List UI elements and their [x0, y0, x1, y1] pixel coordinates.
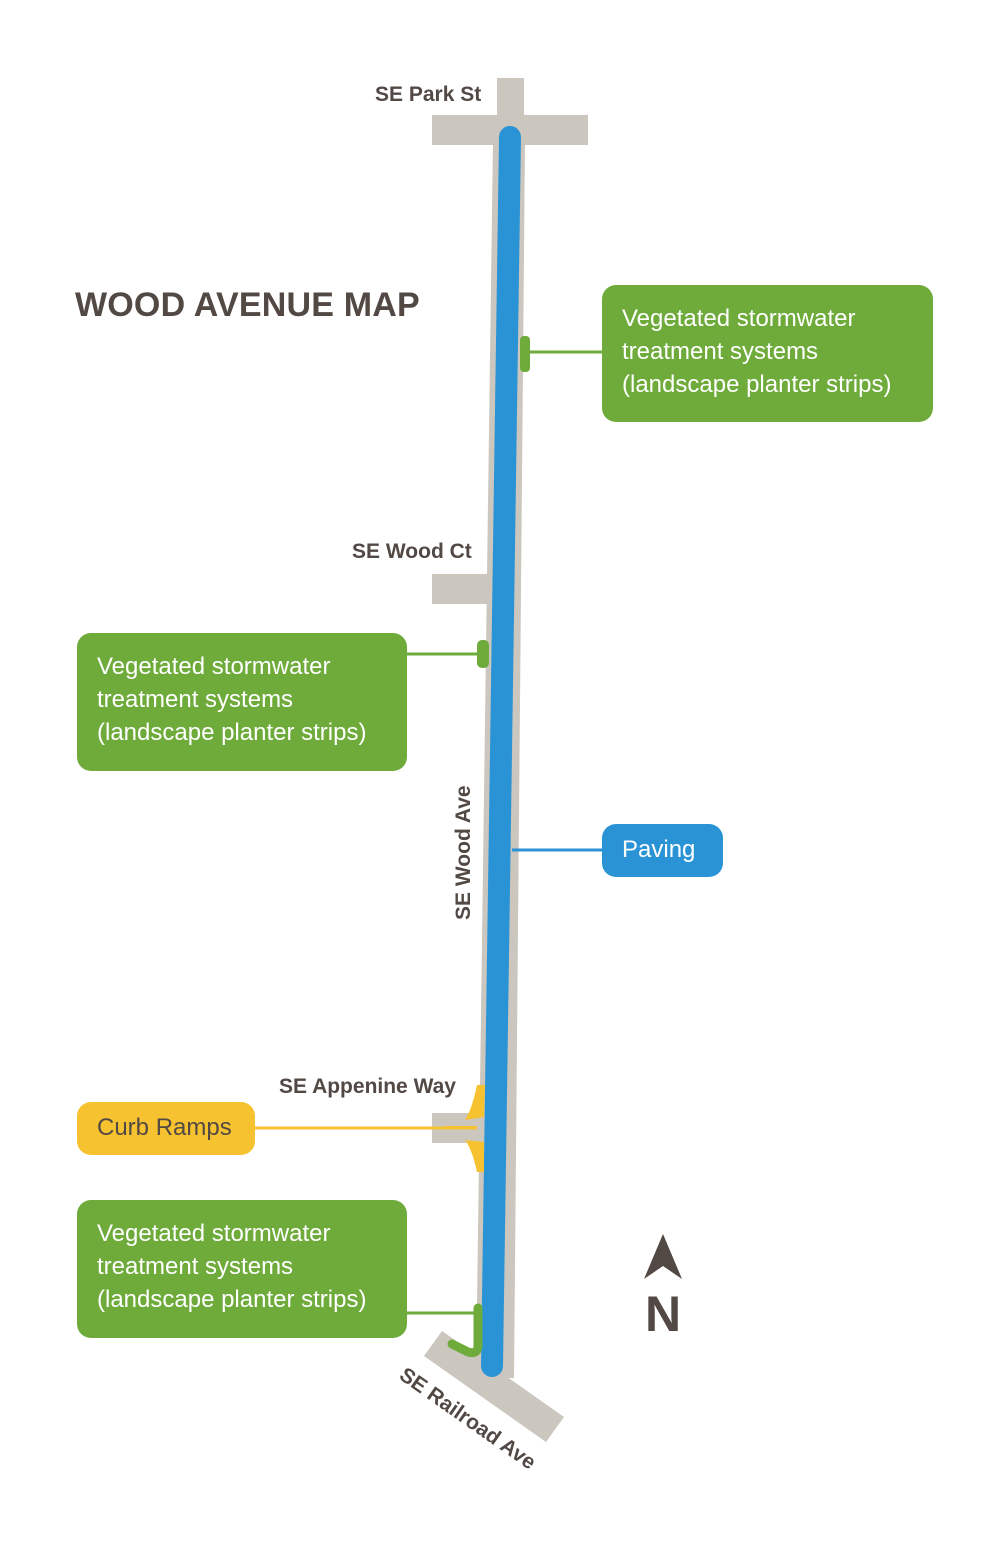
north-label: N	[645, 1286, 681, 1342]
callout-line: treatment systems	[97, 1253, 294, 1280]
curb-ramp-north	[465, 1085, 485, 1120]
road-se-park-st-north-stub	[497, 78, 524, 118]
callout-vegetated-bottom: Vegetated stormwater treatment systems (…	[77, 1200, 407, 1338]
north-arrow-icon	[644, 1234, 682, 1279]
callout-paving: Paving	[602, 824, 723, 877]
paving-line	[481, 126, 521, 1377]
callout-line: (landscape planter strips)	[622, 371, 892, 398]
planter-strip-top	[520, 336, 530, 372]
callout-line: treatment systems	[622, 338, 819, 365]
street-label-se-appenine-way: SE Appenine Way	[279, 1075, 456, 1098]
callout-line: treatment systems	[97, 686, 294, 713]
road-se-railroad-ave	[424, 1331, 564, 1442]
map-title: WOOD AVENUE MAP	[75, 286, 420, 324]
callout-line: Vegetated stormwater	[97, 1220, 331, 1247]
planter-strip-mid	[477, 640, 489, 668]
callout-line: Vegetated stormwater	[97, 653, 331, 680]
callout-line: (landscape planter strips)	[97, 1286, 367, 1313]
curb-ramp-south	[465, 1140, 484, 1172]
callout-curb-ramps: Curb Ramps	[77, 1102, 255, 1155]
callout-vegetated-mid: Vegetated stormwater treatment systems (…	[77, 633, 407, 771]
road-se-wood-ct	[432, 574, 492, 604]
street-label-se-park-st: SE Park St	[375, 83, 482, 106]
callout-line: (landscape planter strips)	[97, 719, 367, 746]
planter-strip-bottom	[447, 1303, 483, 1358]
callout-line: Vegetated stormwater	[622, 305, 856, 332]
callout-vegetated-top: Vegetated stormwater treatment systems (…	[602, 285, 933, 422]
street-label-se-wood-ct: SE Wood Ct	[352, 540, 472, 563]
street-label-se-wood-ave: SE Wood Ave	[452, 785, 475, 920]
